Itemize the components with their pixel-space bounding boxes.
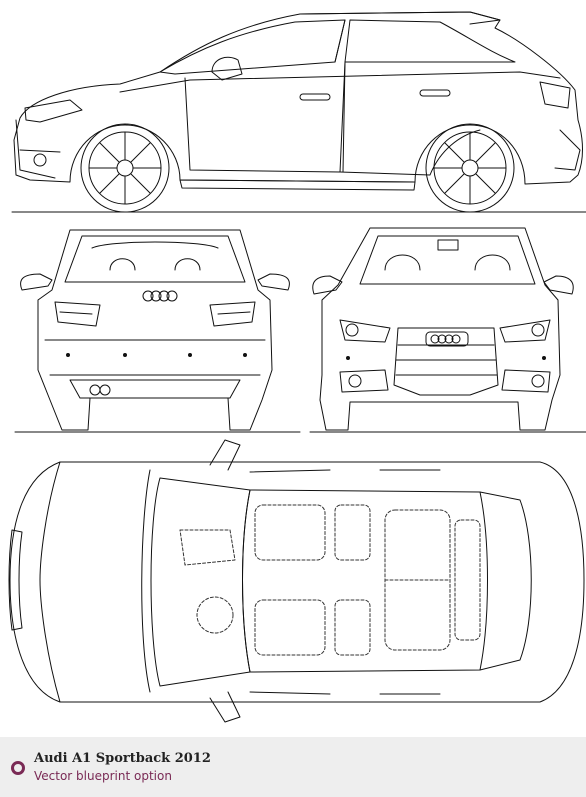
rear-view <box>15 230 300 432</box>
blueprint-drawing <box>0 0 586 737</box>
front-view <box>310 228 586 432</box>
top-view <box>9 440 584 722</box>
circle-ring-icon <box>11 761 25 775</box>
rear-logo <box>143 291 177 301</box>
caption-footer: Audi A1 Sportback 2012 Vector blueprint … <box>0 737 586 797</box>
front-grille <box>394 328 498 395</box>
side-view <box>12 12 586 212</box>
caption-title: Audi A1 Sportback 2012 <box>34 751 211 766</box>
interior-seats <box>180 505 480 655</box>
front-wheel <box>81 124 169 212</box>
rear-wheel <box>426 124 514 212</box>
caption-subtitle: Vector blueprint option <box>34 769 172 783</box>
